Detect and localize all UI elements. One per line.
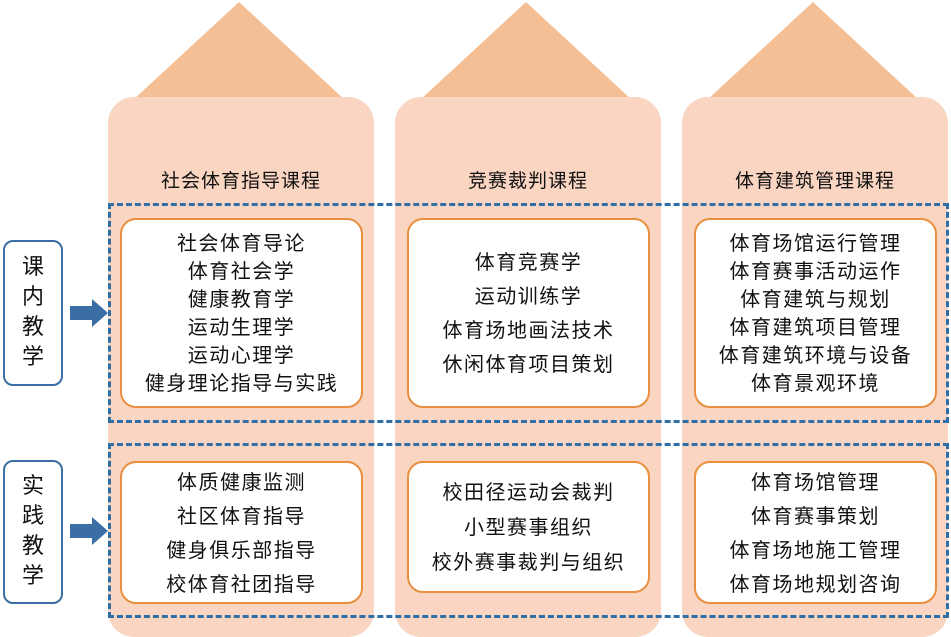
in-class-band bbox=[108, 203, 949, 423]
course-item: 体育景观环境 bbox=[751, 371, 880, 395]
course-item: 健康教育学 bbox=[187, 287, 296, 311]
course-item: 体育社会学 bbox=[187, 259, 296, 283]
course-box-practice-social: 体质健康监测 社区体育指导 健身俱乐部指导 校体育社团指导 bbox=[120, 461, 363, 604]
row-label-char: 课 bbox=[21, 255, 44, 280]
course-item: 体育建筑环境与设备 bbox=[718, 343, 913, 367]
course-item: 体育建筑项目管理 bbox=[729, 315, 902, 339]
course-box-in-class-referee: 体育竞赛学 运动训练学 体育场地画法技术 休闲体育项目策划 bbox=[407, 218, 650, 408]
arrow-right-icon bbox=[70, 299, 108, 327]
course-item: 体育赛事策划 bbox=[751, 503, 880, 528]
row-label-char: 践 bbox=[21, 504, 44, 529]
course-item: 体育场馆管理 bbox=[751, 469, 880, 494]
course-box-in-class-social: 社会体育导论 体育社会学 健康教育学 运动生理学 运动心理学 健身理论指导与实践 bbox=[120, 218, 363, 408]
course-item: 健身俱乐部指导 bbox=[166, 537, 317, 562]
course-box-practice-building: 体育场馆管理 体育赛事策划 体育场地施工管理 体育场地规划咨询 bbox=[694, 461, 937, 604]
course-item: 健身理论指导与实践 bbox=[144, 371, 339, 395]
roof-triangle-2 bbox=[420, 2, 632, 100]
arrow-right-icon bbox=[70, 517, 108, 545]
row-label-char: 内 bbox=[21, 285, 44, 310]
course-item: 运动生理学 bbox=[187, 315, 296, 339]
course-item: 校体育社团指导 bbox=[166, 571, 317, 596]
course-item: 运动心理学 bbox=[187, 343, 296, 367]
roof-triangle-3 bbox=[707, 2, 919, 100]
row-label-practice: 实 践 教 学 bbox=[3, 460, 63, 604]
row-label-char: 学 bbox=[21, 564, 44, 589]
course-box-in-class-building: 体育场馆运行管理 体育赛事活动运作 体育建筑与规划 体育建筑项目管理 体育建筑环… bbox=[694, 218, 937, 408]
course-item: 体育赛事活动运作 bbox=[729, 259, 902, 283]
row-label-in-class: 课 内 教 学 bbox=[3, 240, 63, 386]
course-item: 小型赛事组织 bbox=[464, 514, 593, 539]
course-item: 校田径运动会裁判 bbox=[442, 479, 615, 504]
course-item: 体育竞赛学 bbox=[474, 250, 583, 274]
row-label-char: 教 bbox=[21, 315, 44, 340]
course-item: 体育场馆运行管理 bbox=[729, 231, 902, 255]
row-label-char: 实 bbox=[21, 474, 44, 499]
course-item: 体育场地规划咨询 bbox=[729, 571, 902, 596]
column-title-2: 竞赛裁判课程 bbox=[467, 170, 588, 192]
column-title-3: 体育建筑管理课程 bbox=[734, 170, 895, 192]
course-item: 休闲体育项目策划 bbox=[442, 352, 615, 376]
row-label-char: 学 bbox=[21, 345, 44, 370]
course-item: 社会体育导论 bbox=[177, 231, 306, 255]
course-item: 体质健康监测 bbox=[177, 469, 306, 494]
course-item: 校外赛事裁判与组织 bbox=[431, 549, 626, 574]
course-box-practice-referee: 校田径运动会裁判 小型赛事组织 校外赛事裁判与组织 bbox=[407, 461, 650, 593]
column-title-1: 社会体育指导课程 bbox=[160, 170, 321, 192]
row-label-char: 教 bbox=[21, 534, 44, 559]
course-item: 社区体育指导 bbox=[177, 503, 306, 528]
course-item: 体育建筑与规划 bbox=[740, 287, 891, 311]
course-item: 体育场地画法技术 bbox=[442, 318, 615, 342]
course-item: 体育场地施工管理 bbox=[729, 537, 902, 562]
course-item: 运动训练学 bbox=[474, 284, 583, 308]
roof-triangle-1 bbox=[133, 2, 345, 100]
